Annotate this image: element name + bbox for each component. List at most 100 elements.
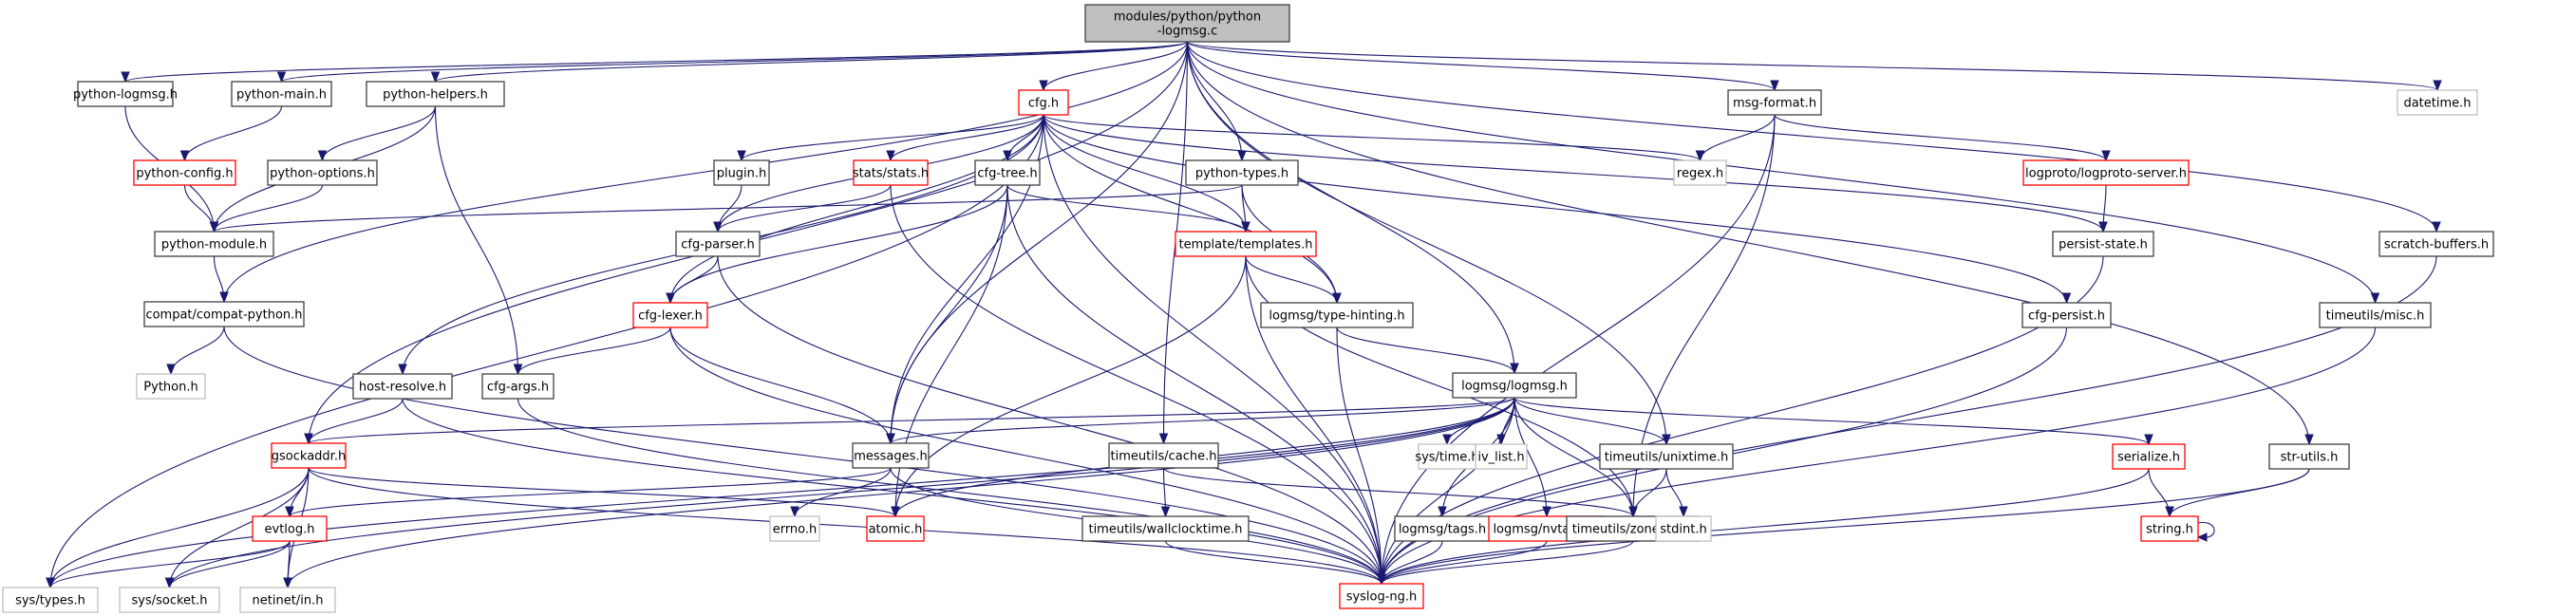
- edge-line: [890, 184, 1382, 585]
- arrowhead: [317, 150, 328, 162]
- edge-root-to-msg-format: [1186, 41, 1779, 92]
- edge-line: [321, 105, 437, 161]
- node-box: [143, 301, 305, 327]
- node-box: [133, 159, 236, 186]
- edge-cfg-lexer-to-messages: [669, 327, 895, 445]
- node-cfg-tree[interactable]: cfg-tree.h: [974, 159, 1041, 186]
- arrowhead: [1237, 150, 1247, 162]
- node-syslog-ng[interactable]: syslog-ng.h: [1339, 583, 1424, 609]
- node-stats[interactable]: stats/stats.h: [853, 159, 929, 186]
- node-cfg-parser[interactable]: cfg-parser.h: [675, 231, 761, 257]
- node-serialize[interactable]: serialize.h: [2112, 443, 2186, 470]
- edge-line: [308, 398, 404, 444]
- node-evtlog[interactable]: evtlog.h: [252, 515, 328, 542]
- edge-line: [2169, 468, 2310, 517]
- edge-line: [1043, 114, 1702, 161]
- node-cfg-args[interactable]: cfg-args.h: [481, 373, 555, 400]
- node-box: [252, 515, 328, 542]
- edge-line: [289, 467, 892, 517]
- edge-line: [168, 467, 310, 588]
- node-label: logproto/logproto-server.h: [2025, 167, 2187, 181]
- edge-line: [1043, 114, 2068, 304]
- node-string[interactable]: string.h: [2140, 515, 2199, 542]
- node-label: gsockaddr.h: [272, 450, 346, 464]
- edge-line: [223, 326, 1382, 585]
- edge-cfg-tree-to-messages: [886, 184, 1008, 445]
- node-host-resolve[interactable]: host-resolve.h: [352, 373, 453, 400]
- edge-cfg-to-cfg-persist: [1043, 114, 2072, 305]
- node-wallclocktime[interactable]: timeutils/wallclocktime.h: [1081, 515, 1250, 542]
- edge-line: [1381, 114, 1776, 585]
- node-gsockaddr[interactable]: gsockaddr.h: [271, 442, 347, 469]
- node-label: python-module.h: [161, 238, 267, 252]
- node-box: [1418, 443, 1476, 470]
- node-type-hinting[interactable]: logmsg/type-hinting.h: [1260, 302, 1414, 328]
- node-timeutils-cache[interactable]: timeutils/cache.h: [1108, 442, 1219, 469]
- edge-logmsg-to-gsockaddr: [304, 397, 1515, 445]
- node-label: errno.h: [773, 523, 818, 537]
- node-label: sys/socket.h: [131, 594, 207, 608]
- node-cfg-lexer[interactable]: cfg-lexer.h: [632, 302, 708, 328]
- node-str-utils[interactable]: str-utils.h: [2268, 443, 2350, 470]
- arrowhead: [166, 364, 176, 376]
- node-msg-format[interactable]: msg-format.h: [1727, 89, 1822, 116]
- node-logproto-server[interactable]: logproto/logproto-server.h: [2022, 159, 2190, 186]
- edge-line: [1336, 327, 1515, 374]
- node-label: sys/types.h: [15, 594, 85, 608]
- node-atomic[interactable]: atomic.h: [866, 515, 925, 542]
- node-box: [239, 587, 336, 613]
- edge-msg-format-to-regex: [1695, 114, 1776, 162]
- node-label: timeutils/wallclocktime.h: [1088, 523, 1242, 537]
- node-compat-python[interactable]: compat/compat-python.h: [143, 301, 305, 327]
- node-python-options[interactable]: python-options.h: [267, 159, 378, 186]
- node-cfg[interactable]: cfg.h: [1018, 89, 1069, 116]
- node-label: -logmsg.c: [1157, 25, 1217, 39]
- node-cfg-persist[interactable]: cfg-persist.h: [2021, 302, 2112, 328]
- node-label: cfg-parser.h: [681, 238, 755, 252]
- edge-line: [1043, 41, 1189, 91]
- node-plugin[interactable]: plugin.h: [713, 159, 770, 186]
- node-root[interactable]: modules/python/python-logmsg.c: [1084, 4, 1290, 43]
- arrowhead: [304, 433, 313, 445]
- node-templates[interactable]: template/templates.h: [1175, 231, 1317, 257]
- arrowhead: [1679, 506, 1688, 518]
- edge-root-to-python-main: [276, 41, 1189, 84]
- node-box: [119, 587, 220, 613]
- edge-line: [1774, 114, 2107, 161]
- node-logmsg[interactable]: logmsg/logmsg.h: [1452, 372, 1577, 399]
- edge-line: [1699, 114, 1776, 161]
- arrowhead: [1039, 80, 1048, 92]
- edge-line: [1186, 41, 2437, 233]
- edge-line: [1164, 540, 1382, 585]
- arrowhead: [1158, 433, 1169, 445]
- arrowhead: [2098, 221, 2108, 233]
- edge-logmsg-to-nvtable: [1514, 397, 1551, 518]
- node-label: cfg-lexer.h: [638, 309, 703, 324]
- node-unixtime[interactable]: timeutils/unixtime.h: [1599, 443, 1734, 470]
- node-python-types[interactable]: python-types.h: [1185, 159, 1299, 186]
- node-scratch-buffers[interactable]: scratch-buffers.h: [2379, 231, 2494, 257]
- node-python-config[interactable]: python-config.h: [133, 159, 236, 186]
- node-sys-types: sys/types.h: [2, 587, 99, 613]
- node-box: [2, 587, 99, 613]
- edge-line: [1632, 468, 1667, 517]
- node-python-logmsg[interactable]: python-logmsg.h: [73, 81, 178, 107]
- edge-line: [1186, 41, 2377, 304]
- node-python-main[interactable]: python-main.h: [231, 81, 332, 107]
- edge-logmsg-to-serialize: [1514, 397, 2153, 446]
- node-timeutils-misc[interactable]: timeutils/misc.h: [2319, 302, 2432, 328]
- arrowhead: [1628, 506, 1638, 518]
- arrowhead: [2370, 292, 2380, 305]
- edge-line: [669, 114, 1044, 304]
- node-persist-state[interactable]: persist-state.h: [2052, 231, 2154, 257]
- node-label: python-logmsg.h: [73, 88, 178, 103]
- node-python-module[interactable]: python-module.h: [154, 231, 274, 257]
- arrowhead: [430, 71, 441, 84]
- edge-line: [49, 467, 310, 588]
- node-messages[interactable]: messages.h: [852, 442, 930, 469]
- node-python-helpers[interactable]: python-helpers.h: [366, 81, 505, 107]
- arrowhead: [1770, 80, 1779, 92]
- edge-line: [49, 397, 1515, 588]
- node-tags[interactable]: logmsg/tags.h: [1394, 515, 1491, 542]
- edge-line: [890, 184, 1008, 444]
